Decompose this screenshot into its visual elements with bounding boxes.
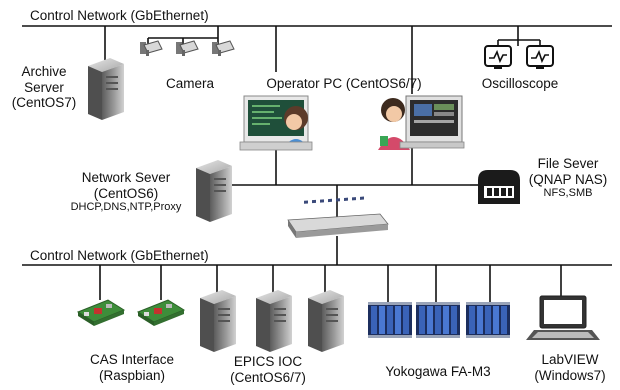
- file-server-label: File Sever (QNAP NAS) NFS,SMB: [528, 156, 608, 200]
- oscilloscope-icon: [526, 45, 554, 70]
- operator-pc-icon: [239, 95, 313, 151]
- laptop-icon: [526, 295, 600, 340]
- ioc-server-icon: [256, 290, 292, 352]
- yokogawa-label: Yokogawa FA-M3: [385, 364, 491, 379]
- operator-pc-label: Operator PC (CentOS6/7): [266, 76, 422, 91]
- camera-label: Camera: [165, 76, 214, 91]
- bottom-network-label: Control Network (GbEthernet): [30, 248, 209, 263]
- plc-icon: [416, 302, 460, 338]
- archive-server-label: Archive Server (CentOS7): [11, 64, 77, 111]
- raspberry-pi-icon: [137, 299, 185, 327]
- network-lines: [22, 25, 612, 302]
- top-network-label: Control Network (GbEthernet): [30, 8, 209, 23]
- labview-label: LabVIEW (Windows7): [534, 352, 606, 383]
- oscilloscope-icon: [484, 45, 512, 70]
- plc-icon: [368, 302, 412, 338]
- camera-icon: [139, 40, 163, 57]
- network-server-label: Network Sever (CentOS6) DHCP,DNS,NTP,Pro…: [70, 170, 182, 214]
- cas-interface-label: CAS Interface (Raspbian): [89, 352, 175, 383]
- camera-icon: [211, 40, 235, 57]
- camera-icon: [175, 40, 199, 57]
- epics-ioc-label: EPICS IOC (CentOS6/7): [230, 354, 306, 385]
- ioc-server-icon: [200, 290, 236, 352]
- operator-pc-icon: [378, 95, 465, 150]
- ioc-server-icon: [308, 290, 344, 352]
- nas-icon: [470, 170, 520, 204]
- oscilloscope-label: Oscilloscope: [481, 76, 559, 91]
- archive-server-icon: [88, 58, 124, 120]
- switch-icon: [287, 196, 389, 238]
- plc-icon: [466, 302, 510, 338]
- raspberry-pi-icon: [77, 299, 125, 327]
